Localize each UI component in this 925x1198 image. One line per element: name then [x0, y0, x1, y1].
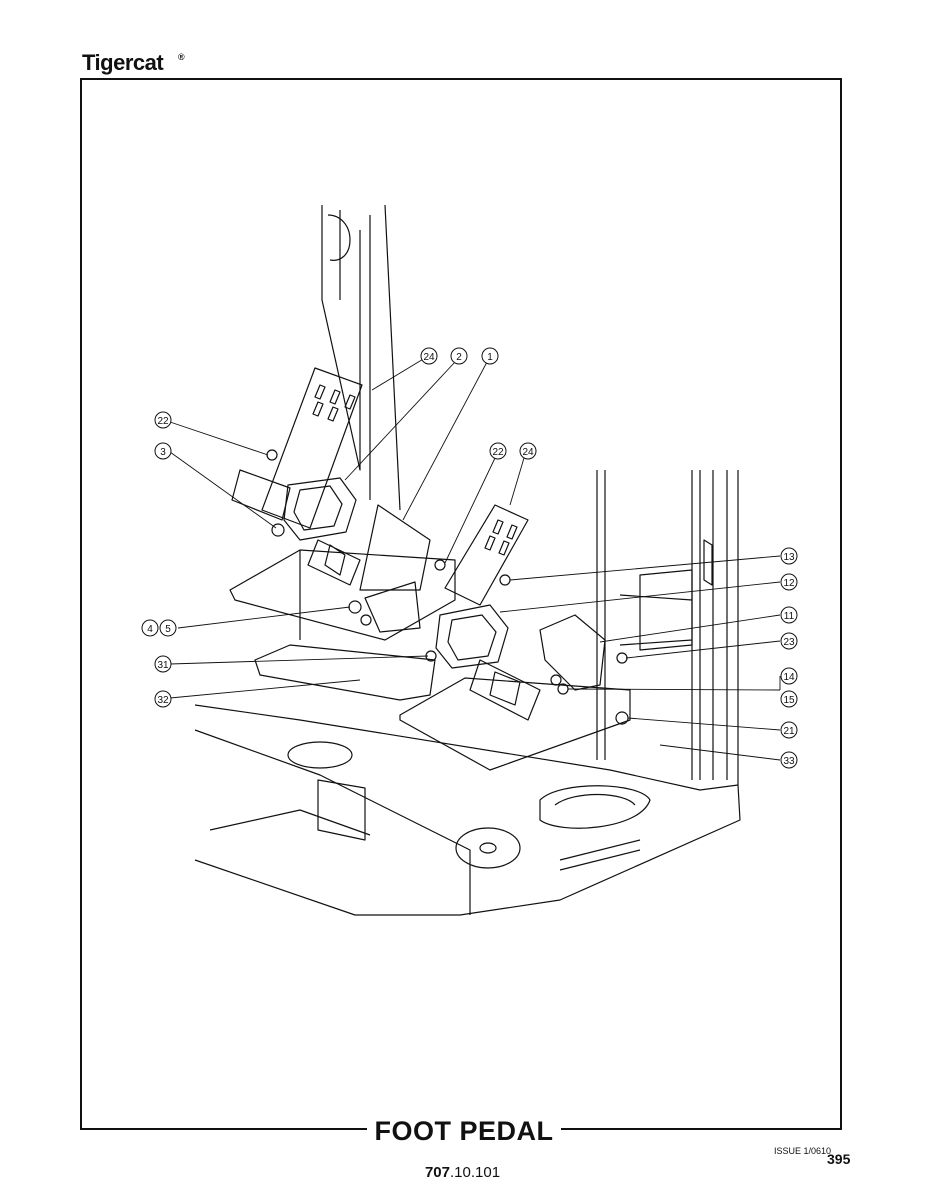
bolt-23	[616, 652, 628, 664]
pin-22b	[434, 559, 446, 571]
bolt-13	[499, 574, 511, 586]
right-base-plate	[399, 677, 631, 771]
svg-text:2: 2	[456, 352, 462, 363]
svg-text:33: 33	[783, 756, 795, 767]
left-pedal-slots	[312, 384, 356, 422]
callout-24b: 24	[519, 442, 537, 460]
svg-text:24: 24	[522, 447, 534, 458]
callout-3: 3	[154, 442, 172, 460]
washer-4	[348, 600, 362, 614]
svg-text:11: 11	[784, 611, 795, 622]
callout-4: 4	[141, 619, 159, 637]
side-console	[619, 569, 693, 651]
callout-31: 31	[154, 655, 172, 673]
svg-text:12: 12	[783, 578, 795, 589]
brand-registered-mark: ®	[178, 52, 185, 62]
svg-text:22: 22	[157, 416, 169, 427]
svg-text:4: 4	[147, 624, 153, 635]
leader-lines	[169, 357, 781, 761]
left-valve-body	[307, 539, 361, 586]
drawing-title-box: FOOT PEDAL	[367, 1114, 561, 1148]
svg-text:5: 5	[165, 624, 171, 635]
washer-21	[615, 711, 629, 725]
callout-21: 21	[780, 721, 798, 739]
floor-hole	[287, 741, 353, 769]
part-number-prefix: 707	[424, 1164, 450, 1181]
callout-24a: 24	[420, 347, 438, 365]
svg-text:15: 15	[783, 695, 795, 706]
pin-22a	[266, 449, 278, 461]
callout-22b: 22	[489, 442, 507, 460]
svg-text:24: 24	[423, 352, 435, 363]
left-pedal-heel	[231, 469, 291, 521]
callout-14: 14	[780, 667, 798, 685]
left-pedal-plate	[261, 367, 363, 529]
nut-5	[360, 614, 372, 626]
cab-floor-edges	[194, 729, 471, 915]
cab-post-left	[321, 205, 361, 471]
right-pedal-plate	[444, 504, 529, 606]
left-mount-bracket	[359, 504, 431, 591]
right-pedal-slots	[484, 519, 518, 556]
isolator-mount	[455, 827, 521, 869]
callout-32: 32	[154, 690, 172, 708]
cab-floor-outline	[194, 704, 741, 916]
floor-gasket	[254, 644, 436, 701]
callout-2: 2	[450, 347, 468, 365]
svg-text:1: 1	[487, 352, 493, 363]
cab-post-right	[596, 470, 739, 785]
mounting-plate	[317, 779, 366, 841]
washer-14	[550, 674, 562, 686]
right-pedal-boot	[435, 604, 509, 669]
page-number: 395	[827, 1151, 851, 1167]
cab-post-slot	[327, 214, 351, 261]
svg-text:31: 31	[157, 660, 169, 671]
callout-13: 13	[780, 547, 798, 565]
isolator-mount-hole	[479, 842, 497, 854]
part-number-suffix: .10.101	[449, 1164, 501, 1181]
callout-22a: 22	[154, 411, 172, 429]
svg-text:22: 22	[492, 447, 504, 458]
left-pedal-boot	[283, 477, 357, 541]
callout-11: 11	[780, 606, 798, 624]
left-pedal-boot-inner	[293, 485, 343, 531]
callout-1: 1	[481, 347, 499, 365]
issue-date: ISSUE 1/0610	[774, 1146, 832, 1156]
right-pedal-heel	[364, 581, 421, 633]
svg-text:23: 23	[783, 637, 795, 648]
drawing-title: FOOT PEDAL	[374, 1116, 554, 1146]
svg-text:3: 3	[160, 447, 166, 458]
svg-text:21: 21	[783, 726, 795, 737]
svg-text:32: 32	[157, 695, 169, 706]
right-valve-body	[469, 659, 541, 721]
svg-text:14: 14	[783, 672, 795, 683]
cab-post-left-edges	[339, 204, 401, 511]
right-side-bracket	[539, 614, 606, 691]
part-number: 707.10.101	[0, 1164, 925, 1181]
callout-12: 12	[780, 573, 798, 591]
svg-text:13: 13	[783, 552, 795, 563]
callout-5: 5	[159, 619, 177, 637]
callout-33: 33	[780, 751, 798, 769]
side-bracket	[703, 539, 713, 586]
floor-rail	[559, 839, 641, 871]
callout-15: 15	[780, 690, 798, 708]
pin-3	[271, 523, 285, 537]
right-pedal-boot-inner	[447, 614, 497, 661]
callout-23: 23	[780, 632, 798, 650]
floor-oval-cutout	[539, 785, 651, 829]
brand-logo: Tigercat	[82, 50, 164, 75]
